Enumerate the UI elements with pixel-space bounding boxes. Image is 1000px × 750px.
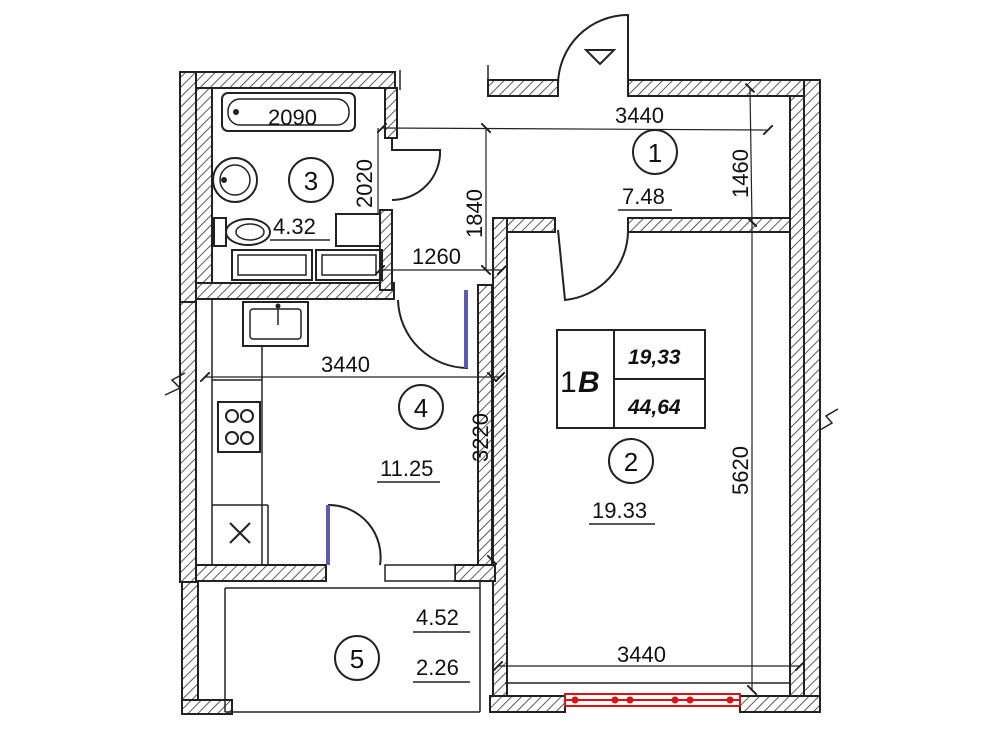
room-2-area: 19.33 <box>592 498 647 523</box>
ventilation-mark <box>229 522 251 544</box>
washbasin <box>212 157 258 203</box>
badge-room-count: 1 <box>560 366 577 399</box>
bathtub <box>221 92 356 132</box>
room-3-number: 3 <box>304 166 318 196</box>
dim-room-width: 3440 <box>617 642 666 667</box>
room-3-area: 4.32 <box>273 214 316 239</box>
room-door <box>557 229 629 302</box>
entrance-door <box>557 13 629 86</box>
wall-kitchen-bottom-left <box>195 564 327 582</box>
room-5-number: 5 <box>350 644 364 674</box>
bath-door <box>391 138 442 202</box>
stove <box>217 401 261 453</box>
room-5-label: 5 4.52 2.26 <box>334 605 470 683</box>
wall-kitchen-bottom-right <box>454 564 496 582</box>
room-4-number: 4 <box>414 393 428 423</box>
dimension-labels: 2090 2020 3440 1460 1840 1260 3440 3220 … <box>268 103 753 667</box>
room-3-label: 3 4.32 <box>270 157 334 241</box>
washing-machine <box>335 213 381 247</box>
room-2-label: 2 19.33 <box>589 438 655 525</box>
dim-corridor-width: 1260 <box>412 244 461 269</box>
wall-left-upper <box>179 71 197 303</box>
dim-kitchen-height: 3220 <box>468 413 493 462</box>
entrance-marker-icon <box>583 49 617 66</box>
room-1-area: 7.48 <box>622 184 665 209</box>
wall-bath-left <box>195 87 213 289</box>
dim-room-height: 5620 <box>728 446 753 495</box>
wall-room-bottom-right <box>739 695 821 713</box>
wall-left-middle <box>179 301 197 583</box>
room-4-area: 11.25 <box>380 456 433 481</box>
badge-total-area: 44,64 <box>627 396 681 419</box>
wall-hall-divider-right <box>627 217 791 233</box>
room-5-area: 4.52 <box>416 605 459 630</box>
wall-top-right <box>627 79 821 97</box>
wall-top-left <box>179 71 396 89</box>
dim-bath-width: 2090 <box>268 105 317 130</box>
bath-cabinet-right <box>315 249 383 281</box>
apartment-badge: 1 B 19,33 44,64 <box>556 329 706 429</box>
room-1-label: 1 7.48 <box>618 129 678 211</box>
window <box>564 693 741 707</box>
dim-bath-height: 2020 <box>352 159 377 208</box>
wall-bath-bottom <box>195 282 395 300</box>
walls <box>179 71 821 715</box>
dim-hall-width: 3440 <box>615 103 664 128</box>
balcony-door <box>327 503 382 566</box>
wall-room-left <box>492 217 508 699</box>
wall-top-middle <box>487 79 559 97</box>
room-2-number: 2 <box>624 447 638 477</box>
wall-bath-right-top <box>384 87 398 139</box>
kitchen-sink <box>242 301 309 347</box>
fixtures <box>212 92 383 544</box>
bath-cabinet-left <box>231 249 313 281</box>
wall-right-inner <box>789 95 805 697</box>
wall-left-balcony <box>181 581 199 713</box>
badge-type: B <box>578 366 600 399</box>
badge-living-area: 19,33 <box>628 346 681 369</box>
room-4-label: 4 11.25 <box>377 384 444 483</box>
toilet <box>213 217 271 247</box>
wall-hall-divider-left <box>504 217 556 233</box>
wall-balcony-bottom <box>181 699 233 715</box>
dimension-lines <box>164 65 839 690</box>
dim-corridor-height: 1840 <box>462 189 487 238</box>
wall-room-bottom-left <box>489 695 566 713</box>
wall-right <box>803 79 821 711</box>
room-5-area-2: 2.26 <box>416 655 459 680</box>
balcony-threshold <box>384 564 456 582</box>
kitchen-door <box>397 299 469 369</box>
room-1-number: 1 <box>648 138 662 168</box>
dim-hall-height: 1460 <box>728 149 753 198</box>
doors <box>326 13 629 582</box>
dim-kitchen-width: 3440 <box>321 352 370 377</box>
